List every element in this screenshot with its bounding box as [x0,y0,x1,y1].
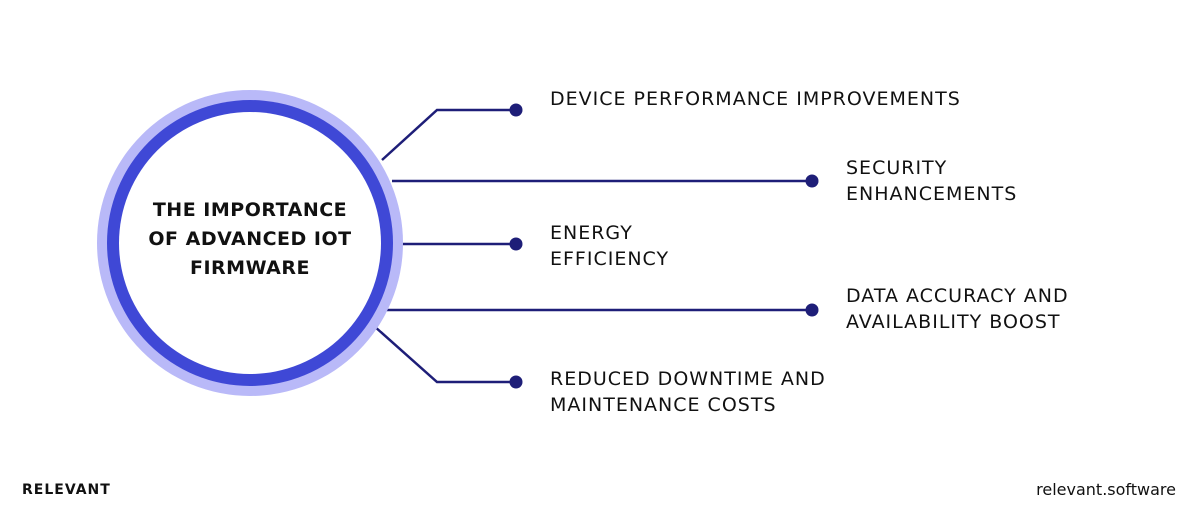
site-url: relevant.software [1036,480,1176,499]
item-energy: ENERGY EFFICIENCY [550,220,669,272]
hub-core [119,112,381,374]
hub-title-line: FIRMWARE [189,257,310,279]
endpoint-dot-device-performance [509,103,523,117]
item-reduced-downtime: REDUCED DOWNTIME AND MAINTENANCE COSTS [550,366,826,418]
item-data-accuracy: DATA ACCURACY AND AVAILABILITY BOOST [846,283,1069,335]
item-device-performance: DEVICE PERFORMANCE IMPROVEMENTS [550,86,961,112]
item-label-line: DEVICE PERFORMANCE IMPROVEMENTS [550,88,961,110]
brand-logo-text: RELEVANT [22,482,111,498]
hub-title-line: THE IMPORTANCE [152,199,348,221]
item-label-line: SECURITY [846,157,948,179]
item-security: SECURITY ENHANCEMENTS [846,155,1017,207]
endpoint-dot-reduced-downtime [509,375,523,389]
endpoint-dot-energy [509,237,523,251]
item-label-line: ENERGY [550,222,633,244]
endpoint-dot-security [805,174,819,188]
endpoint-dot-data-accuracy [805,303,819,317]
item-label-line: EFFICIENCY [550,248,670,270]
connector-device-performance [381,108,516,161]
item-label-line: MAINTENANCE COSTS [550,394,777,416]
connector-reduced-downtime [373,325,516,384]
item-label-line: AVAILABILITY BOOST [846,311,1061,333]
item-label-line: DATA ACCURACY AND [846,285,1069,307]
hub-title: THE IMPORTANCE OF ADVANCED IOT FIRMWARE [118,196,382,283]
hub-title-line: OF ADVANCED IOT [148,228,352,250]
item-label-line: ENHANCEMENTS [846,183,1018,205]
item-label-line: REDUCED DOWNTIME AND [550,368,826,390]
